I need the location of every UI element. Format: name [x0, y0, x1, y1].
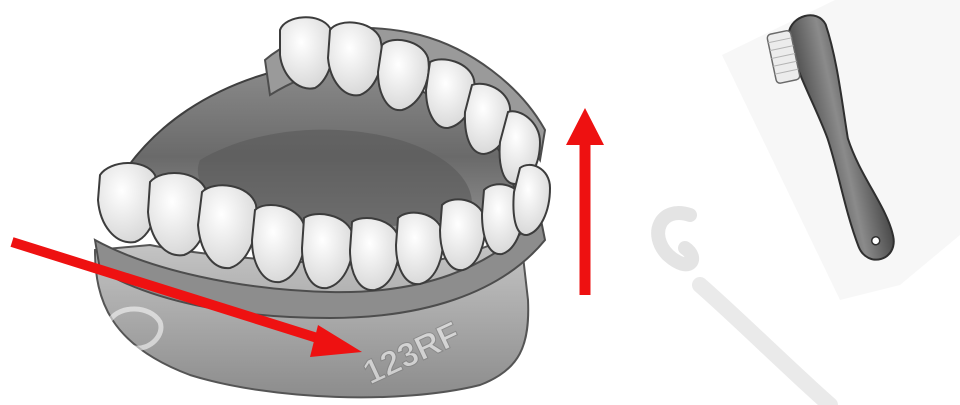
- tooth-front-3: [198, 185, 257, 268]
- watermark-arc: [658, 213, 830, 405]
- tooth-back-2: [328, 22, 382, 95]
- watermark-swirl-icon: [658, 213, 692, 264]
- up-arrow-head: [566, 108, 604, 145]
- toothbrush-hanging-hole: [871, 236, 880, 245]
- tooth-front-10: [513, 165, 550, 235]
- toothbrush-illustration: [722, 0, 960, 300]
- watermark-stroke: [700, 285, 830, 405]
- up-arrow: [566, 108, 604, 295]
